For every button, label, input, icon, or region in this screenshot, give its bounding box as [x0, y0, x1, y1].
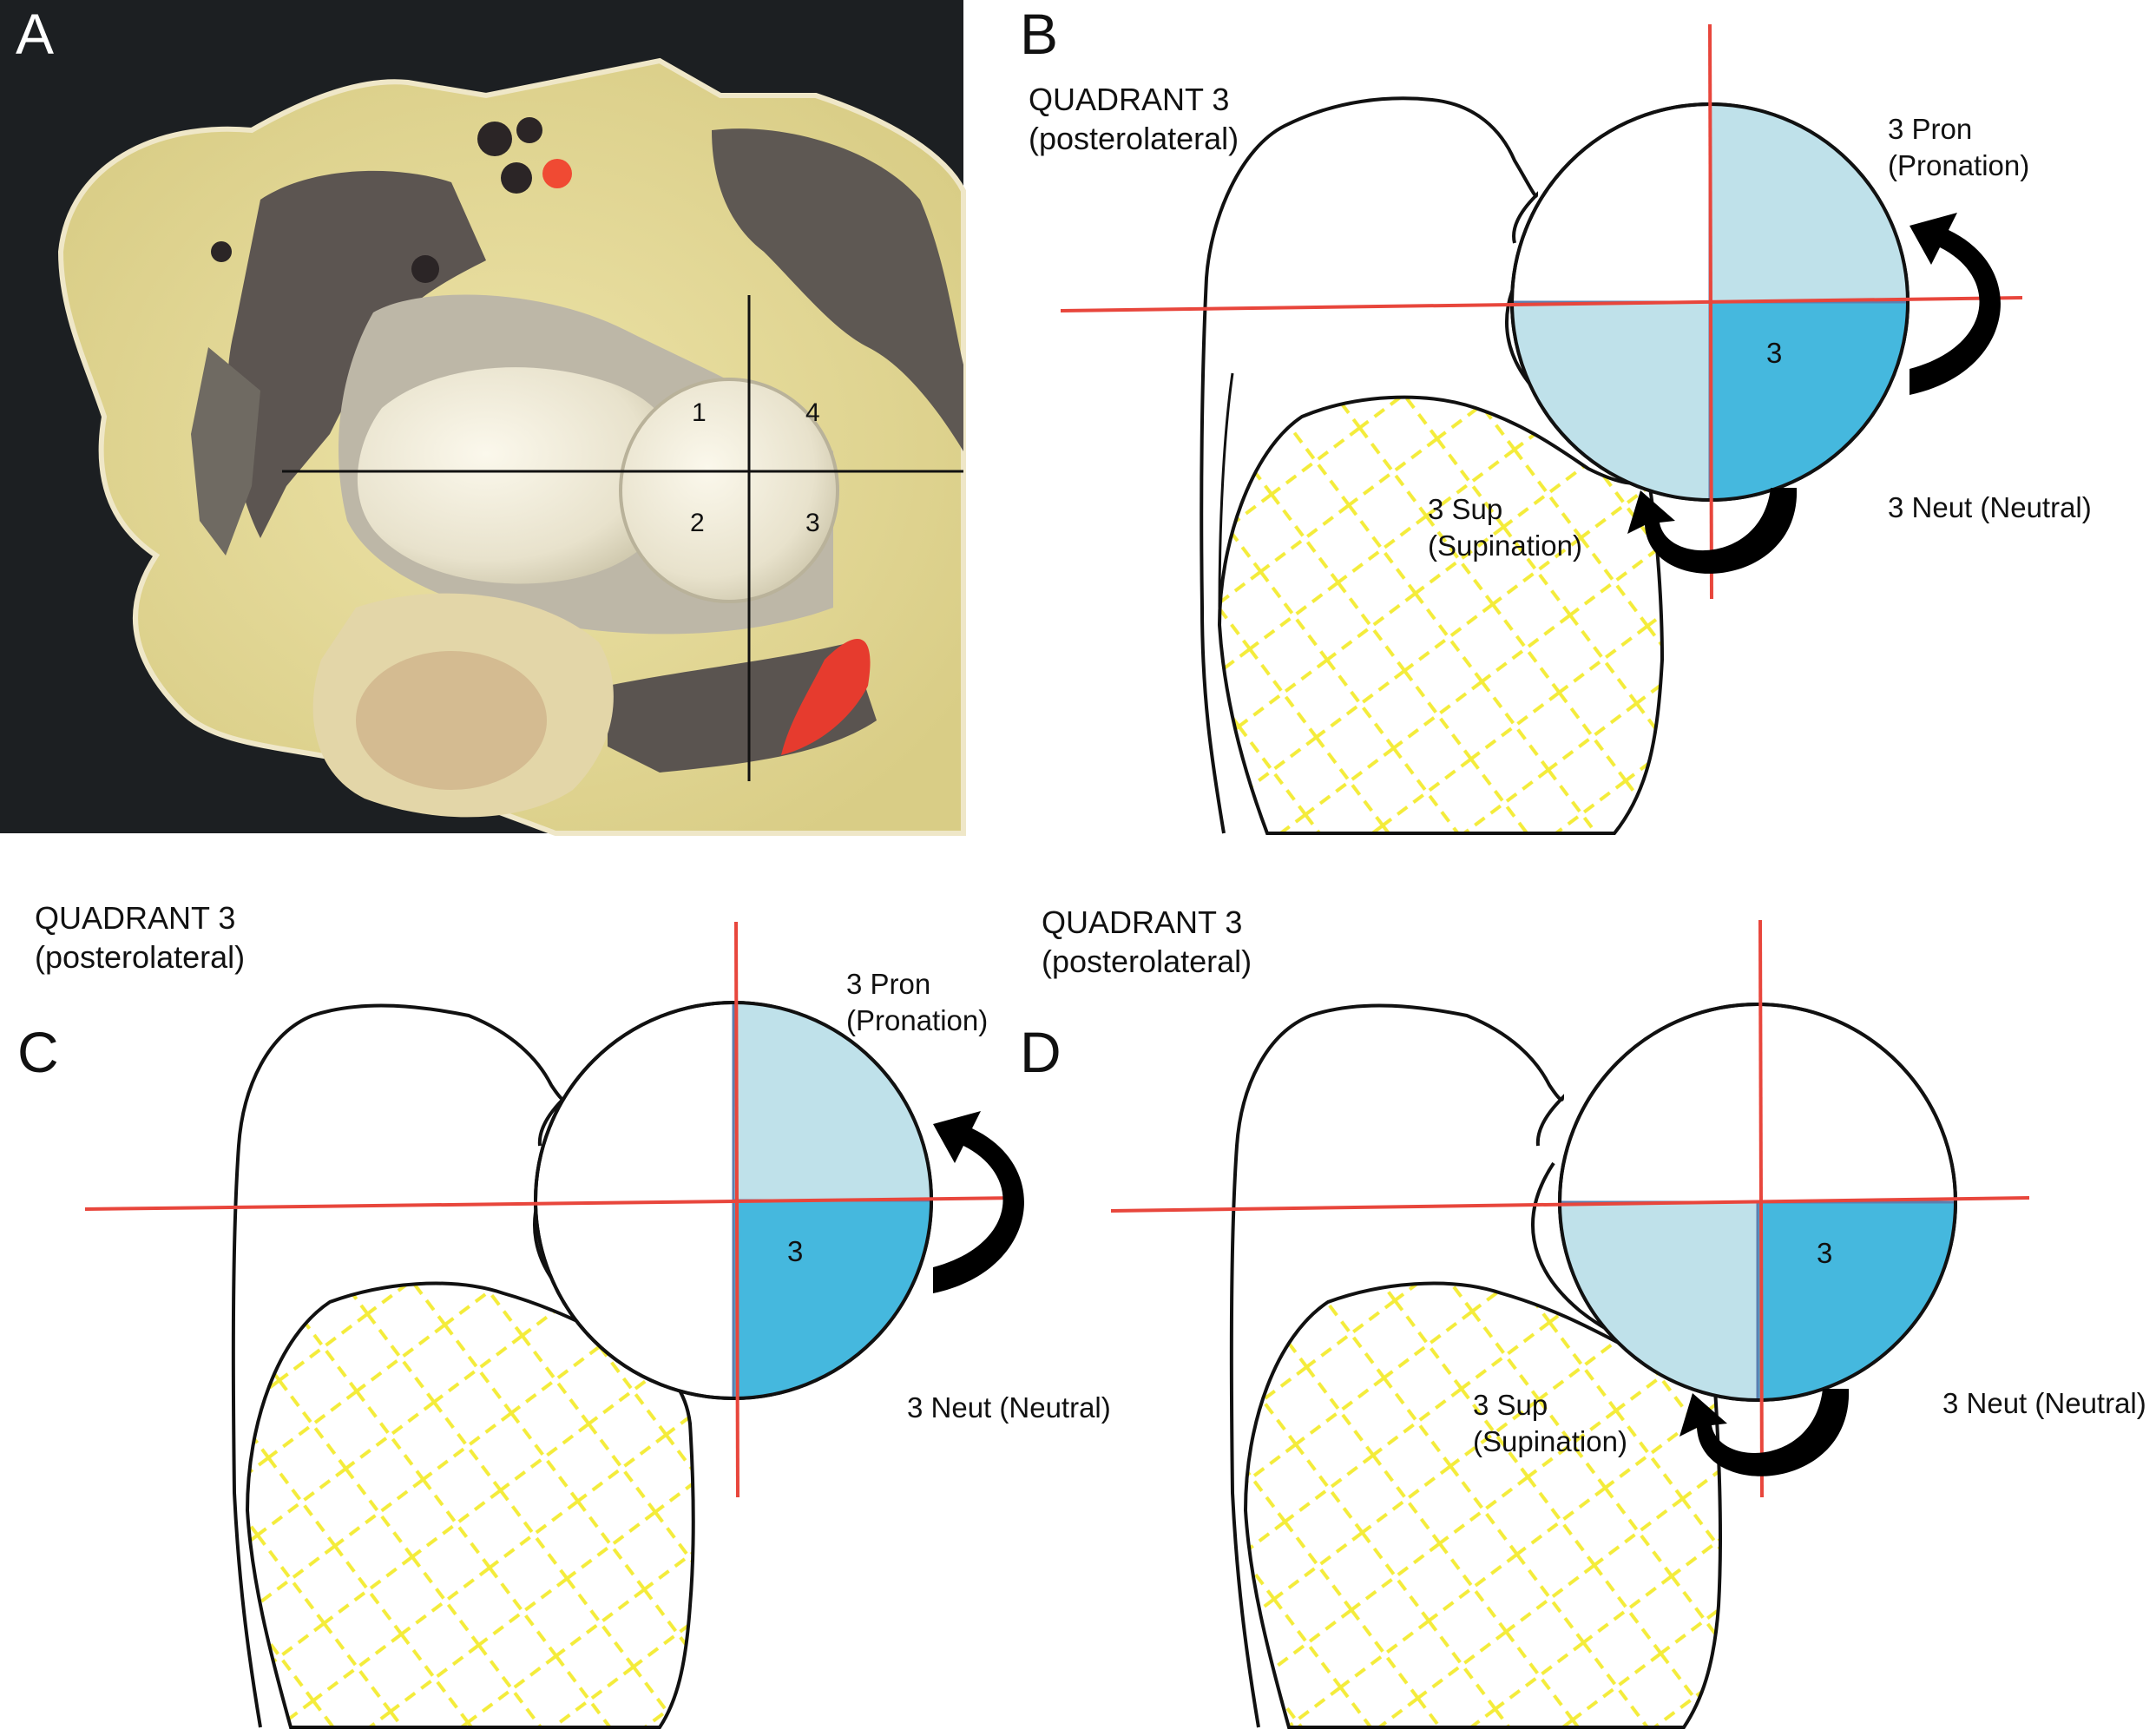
panel-label-c: C [17, 1020, 59, 1084]
panel-d-neutral-zone [1758, 1202, 1956, 1400]
vessel-dark-4 [411, 255, 439, 283]
photo-quadrant-4: 4 [805, 398, 820, 427]
panel-b-sup-label-line2: (Supination) [1428, 529, 1582, 562]
photo-quadrant-1: 1 [692, 398, 707, 427]
panel-b-title-line2: (posterolateral) [1029, 121, 1239, 156]
panel-c-pron-label-line1: 3 Pron [846, 968, 930, 1000]
panel-b-pronation-arrow [1910, 213, 2001, 395]
panel-c-pronation-arrow [933, 1111, 1024, 1293]
panel-b-neut-label: 3 Neut (Neutral) [1888, 491, 2092, 523]
panel-d: QUADRANT 3 (posterolateral) D 3 3 Neut (… [1020, 904, 2146, 1727]
panel-b-red-vertical-axis [1710, 24, 1712, 599]
panel-c: QUADRANT 3 (posterolateral) C 3 3 Pron (… [17, 900, 1111, 1727]
panel-d-neut-label: 3 Neut (Neutral) [1942, 1387, 2146, 1419]
panel-c-neut-label: 3 Neut (Neutral) [907, 1391, 1111, 1424]
panel-d-title-line1: QUADRANT 3 [1042, 904, 1242, 940]
panel-c-title-line2: (posterolateral) [35, 939, 245, 975]
panel-c-quadrant-number: 3 [787, 1235, 803, 1267]
panel-c-red-vertical-axis [736, 922, 738, 1497]
vessel-dark-1 [477, 122, 512, 156]
vessel-red [542, 159, 572, 188]
panel-b-neutral-zone [1710, 302, 1908, 500]
panel-label-b: B [1020, 2, 1058, 66]
panel-b: B QUADRANT 3 (posterolateral) 3 3 Pron (… [1020, 2, 2092, 833]
panel-c-pron-label-line2: (Pronation) [846, 1004, 988, 1036]
panel-c-title-line1: QUADRANT 3 [35, 900, 235, 936]
panel-d-red-vertical-axis [1760, 920, 1762, 1497]
panel-a: 1 4 2 3 A [0, 0, 963, 833]
panel-label-a: A [16, 2, 54, 66]
panel-d-sup-label-line2: (Supination) [1473, 1425, 1627, 1457]
panel-b-quadrant-number: 3 [1766, 337, 1782, 369]
panel-b-pron-label-line2: (Pronation) [1888, 149, 2029, 181]
panel-c-neutral-zone [733, 1200, 931, 1398]
panel-label-d: D [1020, 1020, 1062, 1084]
panel-d-title-line2: (posterolateral) [1042, 944, 1252, 979]
ulna-marrow [356, 651, 547, 790]
panel-b-pron-label-line1: 3 Pron [1888, 113, 1972, 145]
panel-b-pronation-zone [1710, 104, 1908, 302]
panel-b-sup-label-line1: 3 Sup [1428, 493, 1502, 525]
panel-d-quadrant-number: 3 [1817, 1237, 1832, 1269]
panel-d-sup-label-line1: 3 Sup [1473, 1389, 1548, 1421]
photo-quadrant-2: 2 [690, 509, 705, 537]
vessel-dark-3 [501, 162, 532, 194]
vessel-dark-2 [516, 117, 542, 143]
panel-b-title-line1: QUADRANT 3 [1029, 82, 1229, 117]
vessel-dark-5 [211, 241, 232, 262]
photo-quadrant-3: 3 [805, 509, 820, 537]
